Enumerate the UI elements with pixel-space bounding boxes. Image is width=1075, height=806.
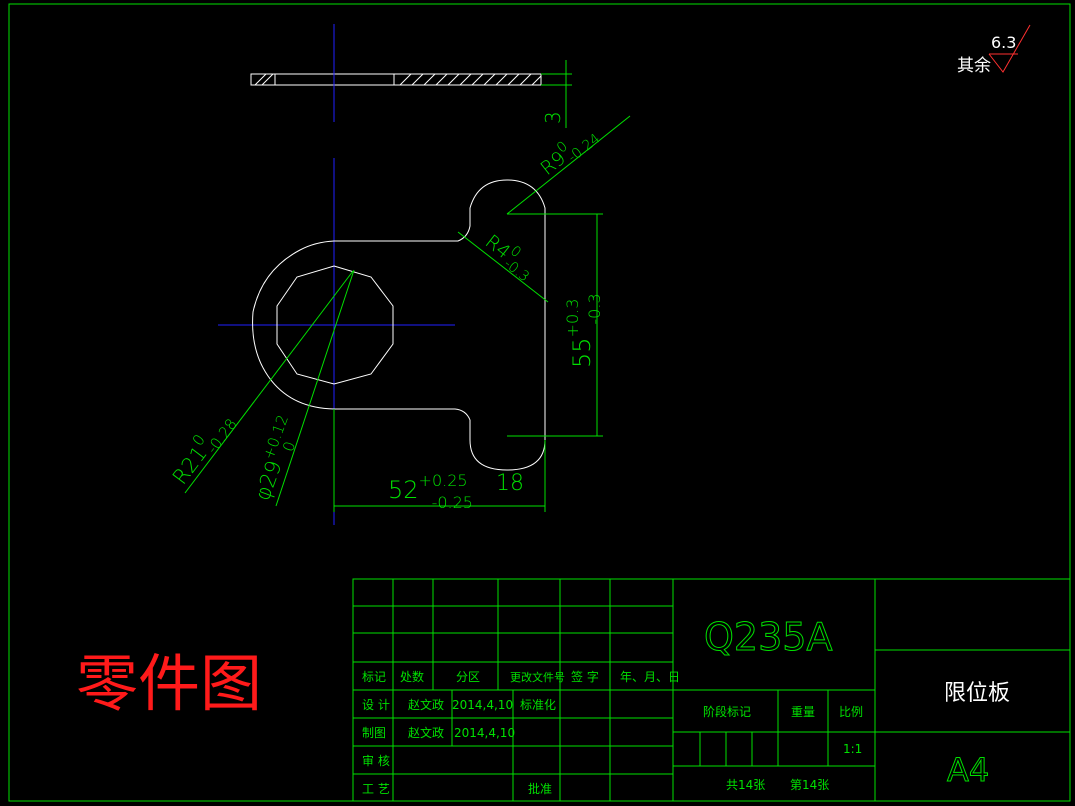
center-hole xyxy=(276,265,394,385)
r4-leader xyxy=(457,231,549,303)
section-view: 3 xyxy=(250,60,572,128)
header-sign: 签 字 xyxy=(571,669,599,684)
total-sheets: 共14张 xyxy=(726,778,765,792)
r21-dim-text: R210-0.28 xyxy=(164,406,241,492)
header-mark: 标记 xyxy=(362,670,386,684)
r9-dim-text: R90-0.24 xyxy=(534,120,603,183)
material-text: Q235A xyxy=(704,615,832,659)
roughness-check-mark xyxy=(988,24,1031,73)
header-change-doc: 更改文件号 xyxy=(510,670,565,684)
surface-finish-prefix: 其余 xyxy=(957,56,991,76)
header-zone: 分区 xyxy=(456,670,480,684)
header-date: 年、月、日 xyxy=(620,670,680,684)
d52-extra-text: 18 xyxy=(496,471,524,496)
row-process-label: 工 艺 xyxy=(362,782,390,796)
part-drawing-label: 零件图 xyxy=(76,647,262,720)
part-outline xyxy=(252,179,546,471)
scale-label: 比例 xyxy=(839,705,863,719)
header-count: 处数 xyxy=(400,669,424,684)
weight-label: 重量 xyxy=(791,705,815,719)
row-draw-date: 2014,4,10 xyxy=(454,726,515,740)
row-design-name: 赵文政 xyxy=(408,697,444,712)
surface-finish-value: 6.3 xyxy=(991,33,1016,52)
r9-leader xyxy=(506,115,631,215)
sheet-number: 第14张 xyxy=(790,778,829,792)
d55-dim-text: 55+0.3-0.3 xyxy=(563,293,604,368)
r4-dim-text: R40-0.3 xyxy=(478,227,540,285)
row-draw-name: 赵文政 xyxy=(408,725,444,740)
surface-finish-symbol: 其余 6.3 xyxy=(957,24,1031,76)
row-approve-label: 批准 xyxy=(528,781,552,796)
thickness-dim-text: 3 xyxy=(541,111,565,124)
d52-dim-text: 52+0.25-0.25 xyxy=(388,471,473,512)
scale-value: 1:1 xyxy=(843,742,862,756)
d29-leader xyxy=(275,269,355,507)
r21-leader xyxy=(184,270,354,494)
d29-dim-text: φ29+0.120 xyxy=(245,412,307,505)
row-design-date: 2014,4,10 xyxy=(452,698,513,712)
title-block: 标记 处数 分区 更改文件号 签 字 年、月、日 设 计 赵文政 2014,4,… xyxy=(352,578,1071,802)
row-draw-label: 制图 xyxy=(362,726,386,740)
part-name-text: 限位板 xyxy=(944,681,1010,706)
row-design-label: 设 计 xyxy=(362,698,390,712)
section-plate xyxy=(250,73,542,86)
sheet-size-text: A4 xyxy=(947,751,989,789)
stage-mark-label: 阶段标记 xyxy=(703,704,751,719)
row-check-label: 审 核 xyxy=(362,753,390,768)
row-design-std: 标准化 xyxy=(520,698,556,712)
section-hatch xyxy=(254,73,542,86)
